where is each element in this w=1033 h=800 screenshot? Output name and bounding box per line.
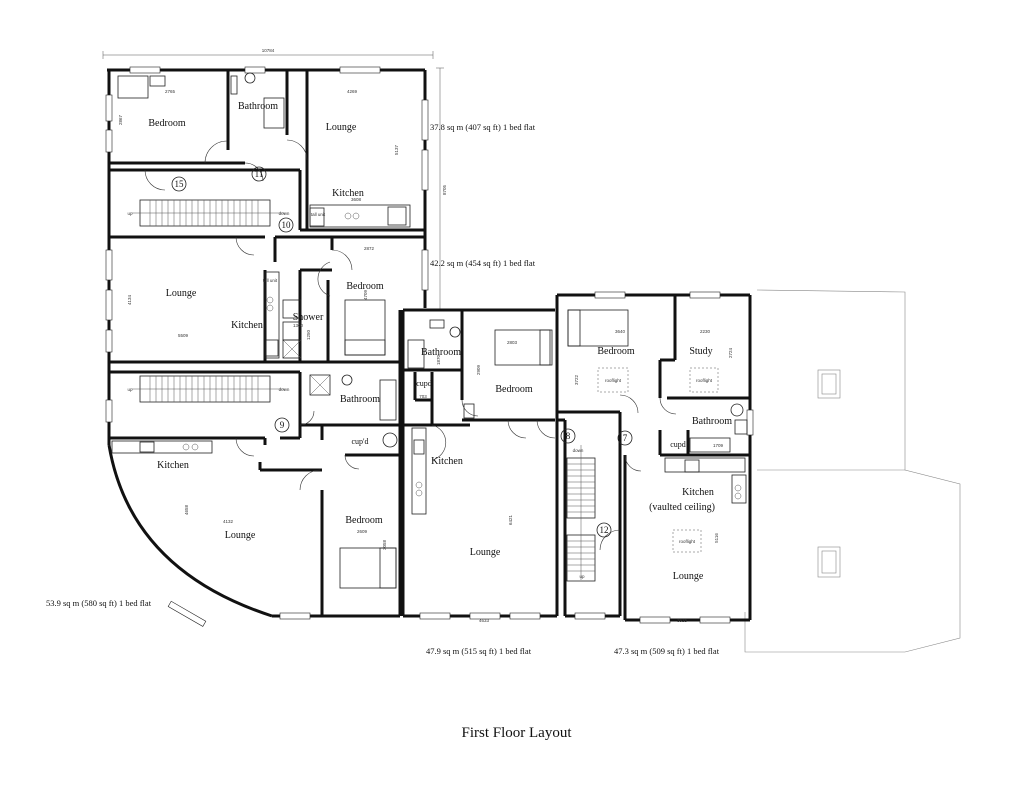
number-7: 7 [623,433,628,443]
room-labels: Bedroom Bathroom Lounge Kitchen Lounge K… [148,101,732,582]
flat2-shower-label: Shower [293,312,324,323]
f4-lounge-w: 4633 [479,618,490,623]
f5-bed-h: 3722 [574,374,579,385]
flat4-bedroom-label: Bedroom [495,384,532,395]
circled-numbers: 15 11 10 9 8 7 12 [171,166,633,538]
f2-shower-h: 1250 [306,329,311,340]
f1-tall-unit: tall unit [311,212,326,217]
f5-study-w: 2230 [700,329,711,334]
f3-lounge-w: 4132 [223,519,234,524]
stairs-lower: up down [127,375,290,403]
f2-bed-h: 4709 [363,289,368,300]
f4-bath-h: 1870 [436,354,441,365]
flat4-lounge-label: Lounge [470,547,501,558]
f2-bed-w: 2872 [364,246,375,251]
number-11: 11 [255,169,264,179]
flat5-study-label: Study [689,346,712,357]
f3-lounge-h: 4658 [184,504,189,515]
f1-lounge-h: 5137 [394,144,399,155]
stairs-upper-down-label: down [279,211,290,216]
f5-lounge-w: 3925 [677,618,688,623]
room-dimensions: 2765 2867 4269 5137 3608 tall unit 5509 … [118,89,733,623]
flat5-bedroom-label: Bedroom [597,346,634,357]
flat2-bedroom-label: Bedroom [346,281,383,292]
flat5-cupd-label: cupd [670,440,686,449]
flat3-lounge-label: Lounge [225,530,256,541]
stairs-lower-down-label: down [279,387,290,392]
f2-lounge-w: 5509 [178,333,189,338]
area-captions: 37.8 sq m (407 sq ft) 1 bed flat 42.2 sq… [46,122,720,656]
overall-width-dim: 10784 [262,48,275,53]
area-flat-right: 47.3 sq m (509 sq ft) 1 bed flat [614,646,720,656]
rooflight-study: rooflight [696,378,713,383]
stairs-upper: up down [127,199,290,227]
center-block-fixtures [407,319,553,620]
stairwell-down-label: down [573,448,584,453]
flat1-bedroom-label: Bedroom [148,118,185,129]
number-15: 15 [175,179,185,189]
area-flat-mid: 42.2 sq m (454 sq ft) 1 bed flat [430,258,536,268]
f4-bed-h: 2909 [476,364,481,375]
f4-bed-w: 2803 [507,340,518,345]
flat3-bedroom-label: Bedroom [345,515,382,526]
area-flat-left: 53.9 sq m (580 sq ft) 1 bed flat [46,598,152,608]
f1-bed-w: 2765 [165,89,176,94]
flat3-cupd-label: cup'd [352,437,369,446]
left-block-windows [105,66,429,627]
f3-bed-h: 3058 [382,539,387,550]
f5-bath-w: 1709 [713,443,724,448]
overall-height-dim: 8705 [442,184,447,195]
stairwell-center: down up [557,418,622,620]
flat3-bathroom-label: Bathroom [340,394,380,405]
adjoining-building [744,289,961,653]
stairs-lower-up-label: up [127,387,133,392]
plan-title: First Floor Layout [461,725,572,741]
area-flat-top: 37.8 sq m (407 sq ft) 1 bed flat [430,122,536,132]
flat4-cupd-label: cupd [416,379,432,388]
flat1-bathroom-label: Bathroom [238,101,278,112]
flat5-bathroom-label: Bathroom [692,416,732,427]
f4-lounge-h: 6421 [508,514,513,525]
f1-bed-h: 2867 [118,114,123,125]
number-9: 9 [280,420,285,430]
number-10: 10 [282,220,292,230]
flat3-kitchen-label: Kitchen [157,460,189,471]
flat5-kitchen-label: Kitchen [682,487,714,498]
flat1-lounge-label: Lounge [326,122,357,133]
f4-cupd-w: 703 [419,394,427,399]
f2-shower-w: 1300 [293,323,304,328]
area-flat-center: 47.9 sq m (515 sq ft) 1 bed flat [426,646,532,656]
rooflight-kitchen: rooflight [679,539,696,544]
f5-bed-w: 3640 [615,329,626,334]
f5-lounge-h: 5116 [714,533,719,543]
flat2-kitchen-label: Kitchen [231,320,263,331]
f5-study-h: 2724 [728,347,733,358]
left-block-fixtures [111,72,411,589]
flat5-kitchen-note: (vaulted ceiling) [649,502,715,513]
right-block-fixtures: rooflight rooflight rooflight [536,291,754,624]
flat4-bathroom-label: Bathroom [421,347,461,358]
overall-dimension-lines: 10784 8705 [102,48,447,311]
f1-lounge-w: 4269 [347,89,358,94]
f3-bed-w: 2609 [357,529,368,534]
stairs-upper-up-label: up [127,211,133,216]
rooflight-bedroom: rooflight [605,378,622,383]
f2-lounge-h: 4134 [127,294,132,305]
flat1-kitchen-label: Kitchen [332,188,364,199]
number-12: 12 [600,525,609,535]
f2-tall-unit: tall unit [263,278,278,283]
left-block-doors [144,139,360,491]
f1-kitchen-w: 3608 [351,197,362,202]
flat4-kitchen-label: Kitchen [431,456,463,467]
flat5-lounge-label: Lounge [673,571,704,582]
flat2-lounge-label: Lounge [166,288,197,299]
stairwell-up-label: up [579,574,585,579]
number-8: 8 [566,431,571,441]
